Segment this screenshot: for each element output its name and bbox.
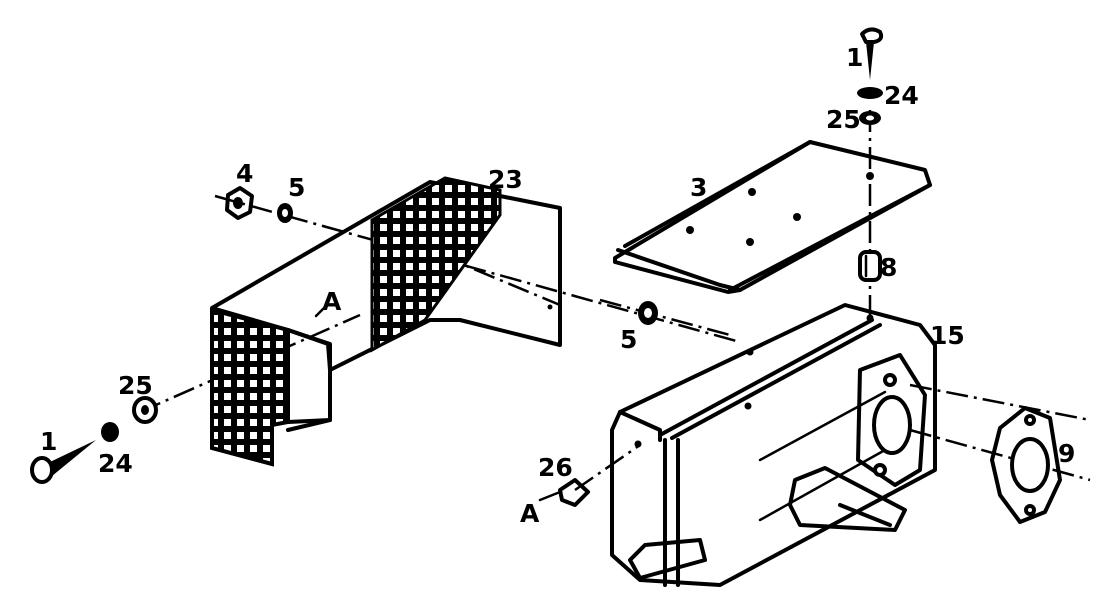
heat-shield xyxy=(210,176,562,467)
callout-23: 23 xyxy=(488,165,523,194)
center-lines xyxy=(139,110,1091,492)
callout-15: 15 xyxy=(930,321,965,350)
callout-25-left: 25 xyxy=(118,371,153,400)
callout-26: 26 xyxy=(538,453,573,482)
lock-washer-left xyxy=(101,422,119,442)
callout-5-left: 5 xyxy=(288,173,305,202)
gasket xyxy=(990,406,1062,524)
washer-mid xyxy=(638,301,658,325)
plug xyxy=(538,478,590,507)
washer-top xyxy=(859,111,881,125)
screw-top xyxy=(860,27,884,80)
callout-24-left: 24 xyxy=(98,449,133,478)
callout-labels: 1 24 25 3 8 15 9 4 5 23 A 5 25 1 24 26 A xyxy=(40,43,1075,528)
callout-3: 3 xyxy=(690,173,707,202)
callout-9: 9 xyxy=(1058,439,1075,468)
cover-plate xyxy=(613,140,932,294)
callout-25-top: 25 xyxy=(826,105,861,134)
callout-1-top: 1 xyxy=(846,43,863,72)
callout-1-left: 1 xyxy=(40,427,57,456)
leader-lines xyxy=(314,304,328,318)
muffler-body xyxy=(610,303,937,587)
callout-4: 4 xyxy=(236,159,253,188)
screw-left xyxy=(30,440,96,484)
lock-washer-top xyxy=(857,87,883,99)
callout-a-left: A xyxy=(520,499,540,528)
washer-left xyxy=(277,203,293,223)
callout-a-mid: A xyxy=(322,287,342,316)
callout-5-mid: 5 xyxy=(620,325,637,354)
spacer xyxy=(858,250,882,282)
washer-left-lower xyxy=(132,396,158,424)
nut-left xyxy=(225,186,254,220)
callout-8: 8 xyxy=(880,253,897,282)
callout-24-top: 24 xyxy=(884,81,919,110)
